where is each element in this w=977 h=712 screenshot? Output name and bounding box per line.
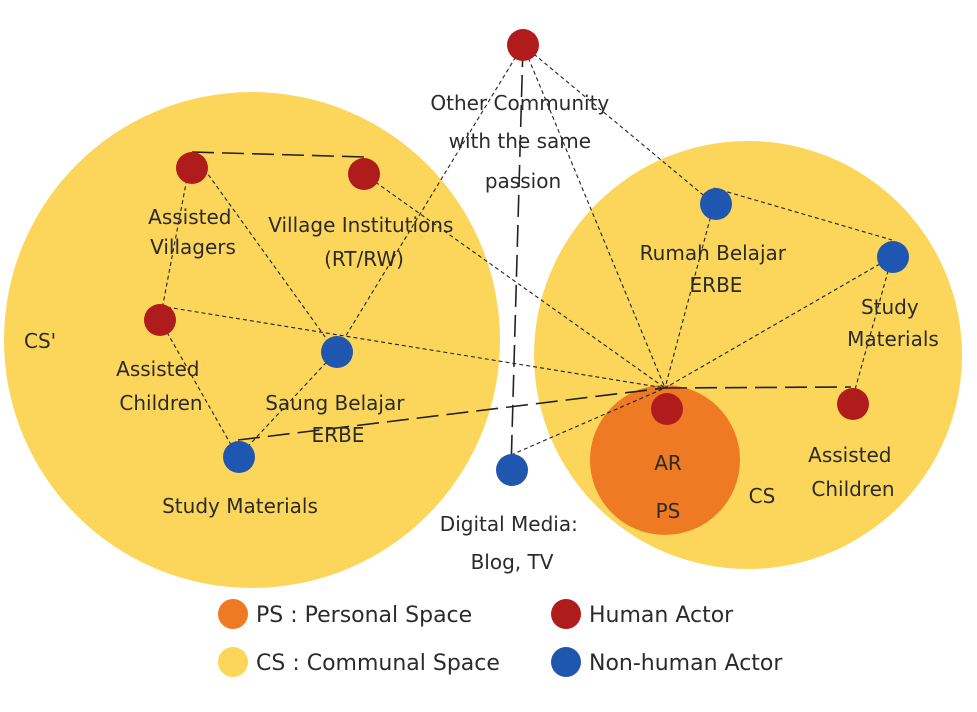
label-assisted-children-right: Assisted Children [808,443,898,501]
label-study-materials-left: Study Materials [162,494,318,518]
legend-swatch-nonhuman [551,647,581,677]
node-study-materials-left [223,441,255,473]
node-study-materials-right [877,241,909,273]
legend-label-human: Human Actor [589,603,734,628]
personal-space [590,385,740,535]
label-cs: CS [749,484,776,508]
legend-label-nonhuman: Non-human Actor [589,651,783,676]
label-rumah-belajar: Rumah Belajar ERBE [640,241,793,297]
node-assisted-villagers [176,152,208,184]
label-other-community: Other Community with the same passion [430,91,615,193]
node-rumah-belajar [700,188,732,220]
legend-swatch-cs [218,647,248,677]
label-ps: PS [656,499,681,523]
label-digital-media: Digital Media: Blog, TV [440,512,584,574]
label-assisted-children-left: Assisted Children [116,357,206,415]
node-assisted-children-left [144,304,176,336]
node-other-community [507,29,539,61]
legend-swatch-ps [218,599,248,629]
node-ar [651,393,683,425]
legend-swatch-human [551,599,581,629]
label-cs-prime: CS' [24,329,56,353]
label-saung-belajar: Saung Belajar ERBE [265,391,411,447]
node-village-institutions [348,158,380,190]
node-digital-media [496,454,528,486]
legend: PS : Personal Space CS : Communal Space … [218,599,783,677]
label-ar: AR [654,451,682,475]
communal-space-left [4,92,500,588]
node-saung-belajar [321,336,353,368]
network-links [159,44,893,471]
legend-label-ps: PS : Personal Space [256,603,472,628]
node-assisted-children-right [837,388,869,420]
label-assisted-villagers: Assisted Villagers [148,205,238,259]
legend-label-cs: CS : Communal Space [256,651,500,676]
label-village-institutions: Village Institutions (RT/RW) [268,213,460,271]
label-study-materials-right: Study Materials [847,295,939,351]
